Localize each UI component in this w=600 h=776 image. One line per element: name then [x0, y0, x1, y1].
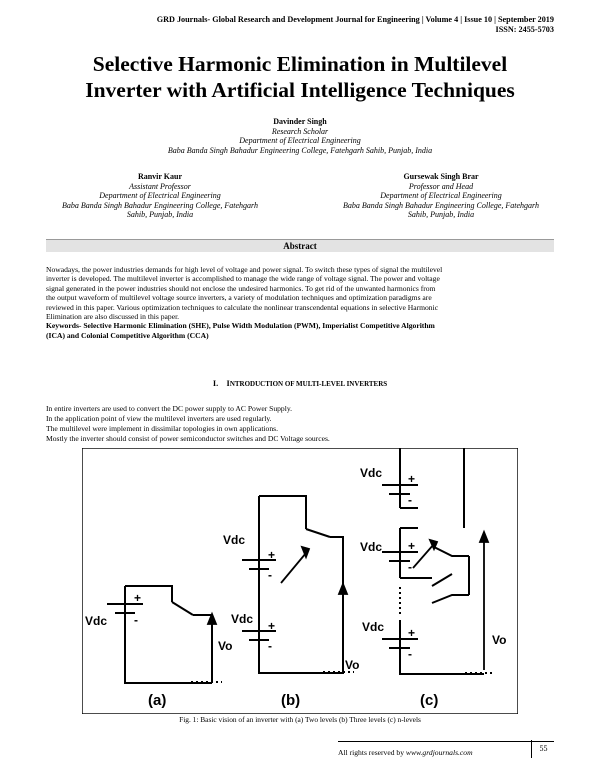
abstract-heading: Abstract [46, 239, 554, 252]
body-line: The multilevel were implement in dissimi… [46, 424, 278, 433]
vdc-label-c3: Vdc [362, 620, 384, 634]
author-role: Professor and Head [408, 181, 474, 191]
minus-sign: - [408, 493, 412, 507]
author-role: Research Scholar [271, 126, 329, 136]
author-block-1: Davinder Singh Research Scholar Departme… [0, 117, 600, 155]
footer-rights: All rights reserved by www.grdjournals.c… [338, 748, 473, 757]
author-name: Davinder Singh [273, 117, 327, 126]
abstract-line: inverter is developed. The multilevel in… [46, 274, 440, 284]
minus-sign: - [408, 647, 412, 661]
author-college: Sahib, Punjab, India [126, 210, 194, 220]
vdc-label-c1: Vdc [360, 466, 382, 480]
author-dept: Department of Electrical Engineering [380, 191, 502, 201]
abstract-line: signal generated in the power industries… [46, 283, 436, 293]
title-line-1: Selective Harmonic Elimination in Multil… [92, 52, 508, 76]
plus-sign: + [408, 626, 415, 640]
body-line: In the application point of view the mul… [46, 414, 272, 423]
plus-sign: + [408, 472, 415, 486]
abstract-line: reviewed in this paper. Various optimiza… [46, 302, 439, 312]
figure-caption: Fig. 1: Basic vision of an inverter with… [179, 715, 421, 724]
vo-label-c: Vo [492, 633, 506, 647]
plus-sign: + [408, 539, 415, 553]
vdc-label-b2: Vdc [231, 612, 253, 626]
footer-rule [338, 741, 554, 742]
author-college: Sahib, Punjab, India [407, 210, 475, 220]
author-college: Baba Banda Singh Bahadur Engineering Col… [342, 200, 540, 210]
plus-sign: + [134, 591, 141, 605]
section-number: I. [212, 379, 219, 388]
section-title-rest: NTRODUCTION OF MULTI-LEVEL INVERTERS [229, 380, 388, 388]
vdc-label-a: Vdc [85, 614, 107, 628]
body-line: In entire inverters are used to convert … [46, 404, 293, 413]
vo-label-a: Vo [218, 639, 232, 653]
journal-header: GRD Journals- Global Research and Develo… [156, 15, 554, 24]
author-dept: Department of Electrical Engineering [239, 136, 361, 146]
abstract-body: Nowadays, the power industries demands f… [46, 265, 554, 340]
paper-title: Selective Harmonic Elimination in Multil… [0, 51, 600, 103]
inverter-circuit-figure: Vdc Vdc Vdc Vdc Vdc Vdc Vo Vo Vo + - + -… [82, 448, 518, 714]
abstract-line: Elimination are also discussed in this p… [46, 312, 180, 322]
abstract-line: the output waveform of multilevel voltag… [46, 293, 432, 303]
figure-label-c: (c) [420, 692, 438, 709]
author-dept: Department of Electrical Engineering [99, 191, 221, 201]
author-name: Gursewak Singh Brar [403, 172, 479, 181]
section-initial: I [226, 379, 230, 388]
vdc-label-b1: Vdc [223, 533, 245, 547]
section-heading: I. INTRODUCTION OF MULTI-LEVEL INVERTERS [0, 379, 600, 388]
issn: ISSN: 2455-5703 [495, 25, 554, 34]
author-college: Baba Banda Singh Bahadur Engineering Col… [61, 200, 259, 210]
page-number: 55 [531, 740, 555, 758]
figure-label-a: (a) [148, 692, 166, 709]
footer-site-link[interactable]: www.grdjournals.com [405, 748, 473, 757]
author-block-2: Ranvir Kaur Assistant Professor Departme… [20, 172, 300, 220]
keywords-line: (ICA) and Colonial Competitive Algorithm… [46, 330, 209, 340]
plus-sign: + [268, 619, 275, 633]
author-role: Assistant Professor [129, 181, 191, 191]
vo-label-b: Vo [345, 658, 359, 672]
minus-sign: - [408, 560, 412, 574]
abstract-line: Nowadays, the power industries demands f… [46, 265, 443, 274]
keywords-line: Keywords- Selective Harmonic Elimination… [46, 321, 435, 331]
author-block-3: Gursewak Singh Brar Professor and Head D… [300, 172, 582, 220]
minus-sign: - [268, 568, 272, 582]
minus-sign: - [134, 613, 138, 627]
body-line: Mostly the inverter should consist of po… [46, 434, 330, 443]
vdc-label-c2: Vdc [360, 540, 382, 554]
figure-label-b: (b) [281, 692, 300, 709]
author-college: Baba Banda Singh Bahadur Engineering Col… [167, 145, 433, 155]
footer-rights-text: All rights reserved by [338, 748, 406, 757]
minus-sign: - [268, 639, 272, 653]
plus-sign: + [268, 548, 275, 562]
author-name: Ranvir Kaur [137, 172, 183, 181]
title-line-2: Inverter with Artificial Intelligence Te… [85, 78, 515, 102]
